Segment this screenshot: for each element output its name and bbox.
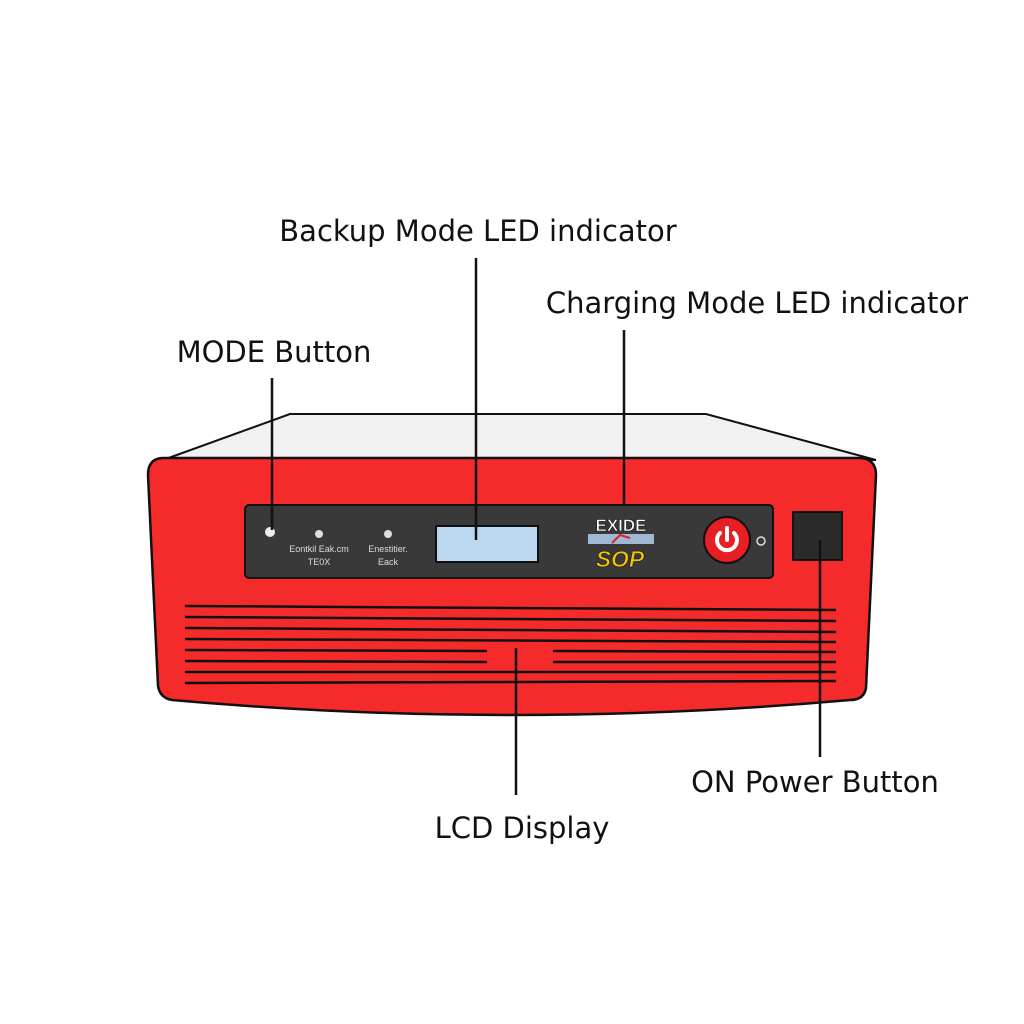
power-button[interactable] xyxy=(703,516,751,564)
indicator-icon xyxy=(756,536,766,546)
callout-lines xyxy=(270,258,822,795)
lcd-display-label: LCD Display xyxy=(435,811,610,845)
charging-led xyxy=(384,530,392,538)
led1-sublabel: TE0X xyxy=(308,557,331,567)
led2-sublabel: Eack xyxy=(378,557,399,567)
mode-button[interactable] xyxy=(265,527,275,537)
charging-led-label: Charging Mode LED indicator xyxy=(546,286,968,320)
mode-button-label: MODE Button xyxy=(177,335,372,369)
vent-grille xyxy=(184,604,837,685)
led1-label: Eontkil Eak.cm xyxy=(289,544,349,554)
inverter-body xyxy=(146,456,878,717)
lcd-screen xyxy=(435,525,539,563)
on-power-switch[interactable] xyxy=(792,511,843,561)
model-logo: SOP xyxy=(596,546,645,572)
logo-swoosh-icon xyxy=(611,533,631,544)
brand-logo: EXIDE xyxy=(595,516,646,535)
backup-led-label: Backup Mode LED indicator xyxy=(279,214,677,248)
backup-led xyxy=(315,530,323,538)
led2-label: Enestitier. xyxy=(368,544,408,554)
inverter-top xyxy=(162,413,877,461)
logo-band xyxy=(588,534,654,544)
power-icon xyxy=(715,531,739,553)
power-button-label: ON Power Button xyxy=(691,765,939,799)
